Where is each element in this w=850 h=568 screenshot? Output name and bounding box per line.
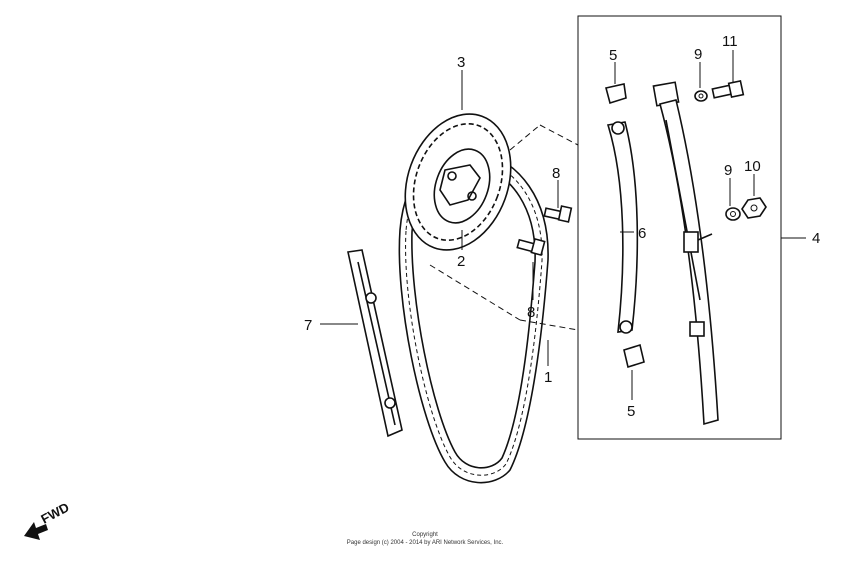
callout-5-lower: 5 [627, 403, 635, 420]
fwd-arrow-icon [24, 522, 48, 540]
callout-6: 6 [638, 225, 646, 242]
callout-7: 7 [304, 317, 312, 334]
callout-9-upper: 9 [694, 46, 702, 63]
callout-4: 4 [812, 230, 820, 247]
callout-8-lower: 8 [527, 304, 535, 321]
clip-upper[interactable] [605, 83, 627, 105]
nut-10[interactable] [741, 197, 767, 219]
clip-lower[interactable] [623, 343, 645, 369]
dashed-leaders [429, 124, 579, 331]
callout-9-lower: 9 [724, 162, 732, 179]
cam-sprocket[interactable] [387, 99, 529, 265]
washer-upper[interactable] [694, 90, 708, 102]
callout-1: 1 [544, 369, 552, 386]
copyright-line-2: Page design (c) 2004 - 2014 by ARI Netwo… [346, 540, 504, 546]
callout-leaders [461, 50, 755, 400]
bolt-lower[interactable] [516, 237, 546, 257]
callout-2: 2 [457, 253, 465, 270]
washer-lower[interactable] [725, 207, 741, 221]
callout-8-upper: 8 [552, 165, 560, 182]
copyright-line-1: Copyright [412, 532, 438, 538]
tensioner-arm[interactable] [652, 81, 719, 426]
callout-5-upper: 5 [609, 47, 617, 64]
callout-10: 10 [744, 158, 761, 175]
tensioner-slipper[interactable] [606, 121, 639, 334]
bolt-upper[interactable] [543, 205, 573, 223]
bolt-11[interactable] [711, 79, 745, 99]
chain-guide[interactable] [347, 249, 403, 438]
callout-3: 3 [457, 54, 465, 71]
fwd-label: FWD [38, 500, 71, 527]
tensioner-assembly-box [577, 15, 782, 440]
callout-11: 11 [722, 33, 738, 50]
